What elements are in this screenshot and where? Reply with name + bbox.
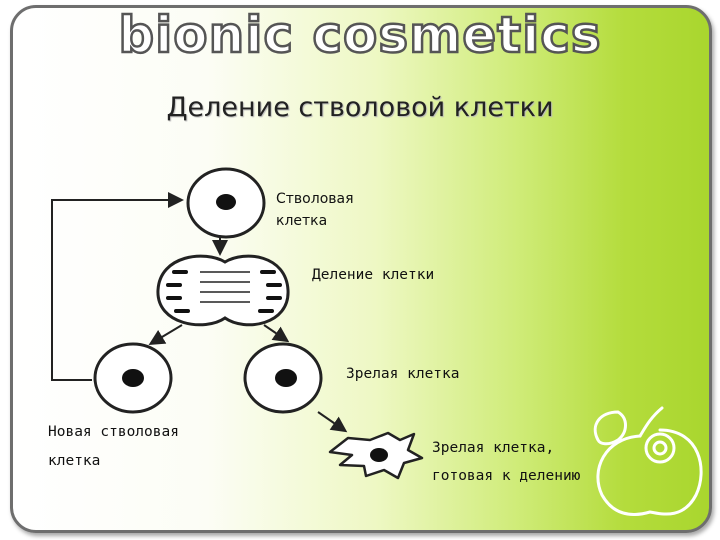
label-new-stem-line1: Новая стволовая [48,424,179,440]
brand-logo-text: bionic cosmetics [117,5,602,66]
stem-cell [186,167,266,239]
mature-ready-cell [328,431,424,480]
new-stem-nucleus [122,369,144,387]
arrow-to-mature [263,324,290,343]
mature-cell [243,342,323,414]
mature-ready-nucleus [370,448,388,462]
mature-cell-nucleus [275,369,297,387]
apple-logo-icon [593,406,703,516]
stem-cell-nucleus [216,194,236,210]
label-mature-ready-line1: Зрелая клетка, [432,440,555,456]
label-new-stem-line2: клетка [48,453,101,469]
label-stem-cell-line1: Стволовая [276,191,354,207]
label-stem-cell-line2: клетка [276,213,328,229]
new-stem-cell [93,342,173,414]
dividing-cell [156,254,290,327]
slide-title: Деление стволовой клетки [166,92,554,123]
arrow-to-new-stem [148,324,183,346]
label-mature-ready-line2: готовая к делению [432,468,581,484]
label-mature-cell: Зрелая клетка [346,366,460,382]
arrow-to-mature-ready [317,411,348,433]
label-cell-division: Деление клетки [312,267,435,283]
arrow-feedback-loop [51,192,184,381]
